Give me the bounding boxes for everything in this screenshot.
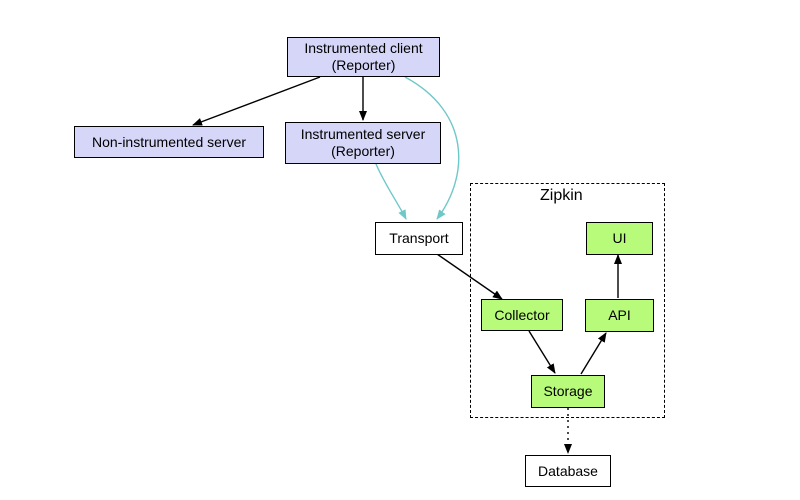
instrumented-server-label: Instrumented server bbox=[300, 126, 426, 142]
zipkin-cluster bbox=[470, 183, 665, 418]
collector-label: Collector bbox=[494, 306, 550, 323]
transport-label: Transport bbox=[389, 230, 449, 246]
edge-transport-to-collector bbox=[436, 253, 503, 300]
node-instrumented-server: Instrumented server (Reporter) bbox=[285, 122, 441, 164]
instrumented-client-label: Instrumented client bbox=[304, 40, 423, 56]
node-non-instrumented-server: Non-instrumented server bbox=[74, 126, 264, 158]
edge-instrumented-server-to-transport bbox=[375, 163, 407, 220]
node-ui: UI bbox=[586, 222, 653, 255]
node-api: API bbox=[585, 299, 654, 332]
node-database: Database bbox=[525, 455, 611, 487]
instrumented-server-sublabel: (Reporter) bbox=[331, 143, 395, 159]
database-label: Database bbox=[538, 462, 598, 479]
node-transport: Transport bbox=[375, 222, 463, 255]
api-label: API bbox=[608, 307, 631, 323]
edge-collector-to-storage bbox=[528, 330, 556, 374]
ui-label: UI bbox=[612, 230, 627, 246]
node-collector: Collector bbox=[481, 299, 563, 331]
zipkin-cluster-label: Zipkin bbox=[540, 187, 583, 204]
edge-client-to-transport bbox=[404, 76, 460, 220]
edge-client-to-non-instrumented-server bbox=[192, 76, 321, 126]
node-instrumented-client: Instrumented client (Reporter) bbox=[287, 37, 440, 77]
non-instrumented-server-label: Non-instrumented server bbox=[91, 133, 247, 150]
storage-label: Storage bbox=[543, 383, 593, 399]
node-storage: Storage bbox=[531, 375, 605, 408]
edge-storage-to-api bbox=[580, 332, 607, 375]
instrumented-client-sublabel: (Reporter) bbox=[331, 57, 396, 73]
